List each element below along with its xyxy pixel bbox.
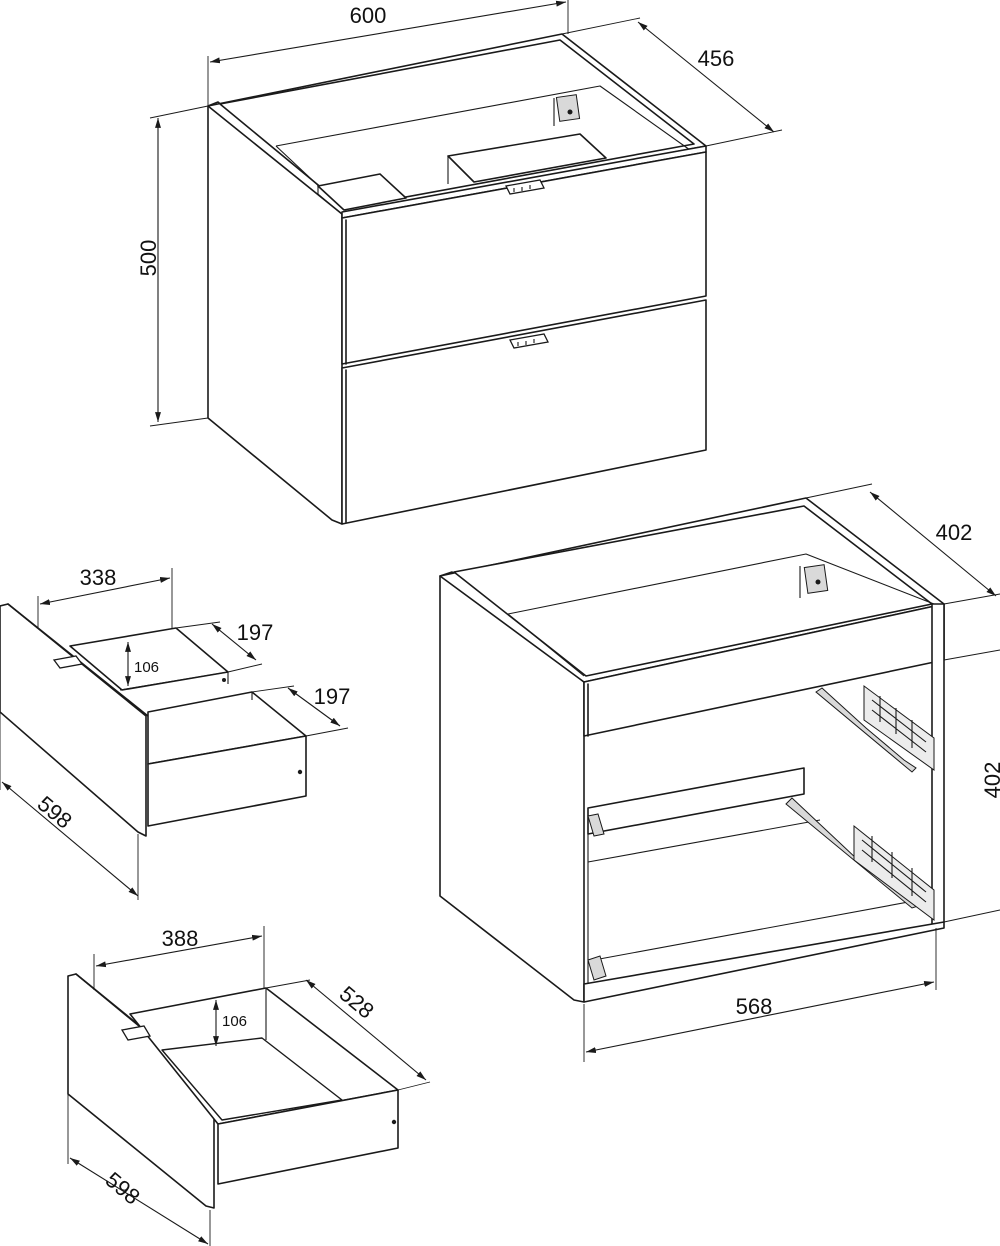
cabinet-inner-box-right (447, 133, 607, 183)
carcass-runner-plate-bottom (853, 824, 935, 921)
carcass-height-dimension: 402 (943, 649, 1000, 923)
cabinet-inner-box-left (317, 173, 407, 211)
top-drawer-width-dimension: 338 (37, 565, 173, 628)
cabinet-width-dimension: 600 (207, 0, 569, 106)
cabinet-bottom-drawer-front (341, 299, 707, 525)
dim-106-bottom: 106 (222, 1013, 247, 1030)
cabinet-top-drawer-handle (505, 179, 545, 195)
carcass-wall-bracket (799, 564, 829, 598)
dim-388: 388 (162, 926, 199, 951)
dim-568: 568 (736, 994, 773, 1019)
dim-600: 600 (350, 3, 387, 28)
cabinet-wall-bracket (553, 94, 581, 126)
top-drawer-exploded: 106 (0, 603, 307, 837)
dim-456: 456 (698, 46, 735, 71)
cabinet-height-dimension: 500 (136, 105, 209, 427)
dim-197-b: 197 (314, 684, 351, 709)
top-drawer-depth-dimension-1: 197 (175, 620, 274, 673)
dim-598-top: 598 (33, 791, 77, 834)
carcass-runner-left-top (587, 813, 605, 837)
carcass-without-drawers (439, 497, 945, 1003)
cabinet-depth-dimension: 456 (561, 17, 783, 147)
top-drawer-depth-dimension-2: 197 (251, 684, 351, 737)
bottom-drawer-width-dimension: 388 (93, 926, 265, 990)
cabinet-top-drawer-front (341, 151, 707, 365)
dim-500: 500 (136, 240, 161, 277)
dim-197-a: 197 (237, 620, 274, 645)
dim-402: 402 (936, 520, 973, 545)
dim-338: 338 (80, 565, 117, 590)
carcass-bottom-panel (583, 921, 945, 1003)
carcass-width-dimension: 568 (583, 928, 937, 1062)
top-drawer-box-front (147, 735, 307, 827)
bottom-drawer-handle (120, 1025, 152, 1041)
top-drawer-handle (52, 655, 84, 669)
bottom-drawer-box-front (217, 1089, 399, 1185)
dim-598-bottom: 598 (101, 1167, 145, 1210)
bottom-drawer-exploded: 106 (67, 973, 399, 1209)
assembled-cabinet (207, 33, 707, 525)
dim-528: 528 (335, 981, 379, 1024)
carcass-depth-dimension: 402 (805, 483, 1000, 605)
carcass-runner-right-top (815, 687, 917, 773)
dim-106-top: 106 (134, 659, 159, 676)
cabinet-bottom-drawer-handle (509, 333, 549, 349)
dim-402-partial: 402 (980, 762, 1000, 799)
carcass-mid-shelf (587, 767, 805, 835)
carcass-runner-left-bottom (587, 955, 607, 981)
